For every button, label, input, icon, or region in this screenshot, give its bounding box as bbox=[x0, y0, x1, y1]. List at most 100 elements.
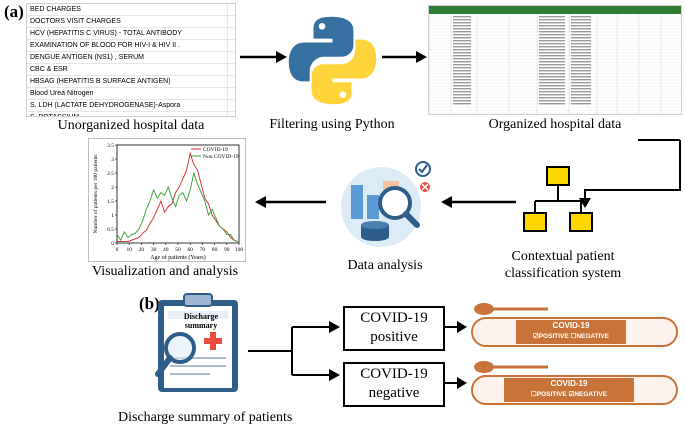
cell-text-mark bbox=[571, 67, 591, 69]
cell-text-mark bbox=[571, 31, 591, 33]
legend-label: COVID-19 bbox=[203, 147, 228, 153]
panel-a-label: (a) bbox=[4, 2, 24, 21]
row-name: BED CHARGES bbox=[30, 6, 81, 13]
cell-text-mark bbox=[453, 52, 471, 54]
cell-text-mark bbox=[571, 82, 591, 84]
cell-text-mark bbox=[453, 79, 471, 81]
cell-text-mark bbox=[539, 16, 565, 18]
cell-text-mark bbox=[539, 37, 565, 39]
cell-text-mark bbox=[539, 64, 565, 66]
discharge-clipboard-icon bbox=[155, 293, 238, 392]
cell-text-mark bbox=[571, 73, 591, 75]
y-tick-label: 1.5 bbox=[107, 199, 114, 205]
x-tick-label: 70 bbox=[200, 247, 206, 253]
x-tick-label: 40 bbox=[163, 247, 169, 253]
covid-negative-box: COVID-19 negative bbox=[343, 362, 445, 407]
legend-label: Non COVID-19 bbox=[203, 154, 239, 160]
swab-check-positive-icon: ☑ bbox=[532, 333, 539, 340]
row-name: DOCTORS VISIT CHARGES bbox=[30, 18, 121, 25]
cell-text-mark bbox=[539, 52, 565, 54]
x-tick-label: 80 bbox=[212, 247, 218, 253]
cell-text-mark bbox=[571, 97, 591, 99]
y-tick-label: 3 bbox=[111, 157, 114, 163]
cell-text-mark bbox=[539, 19, 565, 21]
arrows-to-swabs bbox=[444, 321, 467, 389]
data-analysis-icon bbox=[341, 161, 431, 247]
arrow-to-analysis bbox=[441, 196, 516, 208]
cell-text-mark bbox=[571, 76, 591, 78]
row-count: 54 bbox=[227, 76, 235, 87]
arrow-to-organized bbox=[382, 51, 427, 63]
arrow-to-classification bbox=[579, 139, 681, 208]
x-tick-label: 0 bbox=[116, 247, 119, 253]
row-name: HCV (HEPATITIS C VIRUS) - TOTAL ANTIBODY bbox=[30, 30, 182, 37]
swab-tube-positive: COVID-19 ☑POSITIVE ☐NEGATIVE bbox=[470, 300, 680, 350]
swab-title-negative: COVID-19 bbox=[550, 379, 588, 388]
cell-text-mark bbox=[453, 91, 471, 93]
cell-text-mark bbox=[571, 40, 591, 42]
cell-text-mark bbox=[539, 49, 565, 51]
cell-text-mark bbox=[539, 70, 565, 72]
cell-text-mark bbox=[571, 85, 591, 87]
cell-text-mark bbox=[571, 58, 591, 60]
cell-text-mark bbox=[571, 25, 591, 27]
cell-text-mark bbox=[539, 91, 565, 93]
row-count: 50 bbox=[227, 88, 235, 99]
cell-text-mark bbox=[571, 91, 591, 93]
cell-text-mark bbox=[539, 76, 565, 78]
cell-text-mark bbox=[571, 19, 591, 21]
table-row: BED CHARGES 64 bbox=[27, 4, 235, 16]
cell-text-mark bbox=[571, 34, 591, 36]
cell-text-mark bbox=[453, 46, 471, 48]
cell-text-mark bbox=[539, 97, 565, 99]
cell-text-mark bbox=[453, 16, 471, 18]
swab-box-negative-icon: ☐ bbox=[570, 333, 577, 340]
swab-opt2-positive: NEGATIVE bbox=[576, 333, 610, 340]
row-count: 57 bbox=[227, 40, 235, 51]
cell-text-mark bbox=[571, 100, 591, 102]
cell-text-mark bbox=[453, 100, 471, 102]
row-name: DENGUE ANTIGEN (NS1) , SERUM bbox=[30, 54, 144, 61]
cell-text-mark bbox=[539, 43, 565, 45]
cell-text-mark bbox=[571, 28, 591, 30]
swab-options-positive: ☑POSITIVE ☐NEGATIVE bbox=[516, 331, 626, 342]
y-tick-label: 0.5 bbox=[107, 227, 114, 233]
swab-box-positive-icon: ☐ bbox=[530, 391, 537, 398]
cell-text-mark bbox=[571, 37, 591, 39]
swab-options-negative: ☐POSITIVE ☑NEGATIVE bbox=[504, 389, 634, 400]
unorganized-caption: Unorganized hospital data bbox=[57, 118, 205, 133]
branch-arrows bbox=[248, 321, 340, 381]
row-name: S. POTASSIUM bbox=[30, 114, 79, 116]
cell-text-mark bbox=[453, 82, 471, 84]
cell-text-mark bbox=[453, 25, 471, 27]
covid-positive-line1: COVID-19 bbox=[360, 310, 428, 326]
cell-text-mark bbox=[453, 67, 471, 69]
x-tick-label: 100 bbox=[235, 247, 244, 253]
arrow-to-python bbox=[240, 51, 287, 63]
cell-text-mark bbox=[539, 25, 565, 27]
x-tick-label: 20 bbox=[139, 247, 145, 253]
organized-caption: Organized hospital data bbox=[488, 117, 622, 132]
panel-b-label: (b) bbox=[139, 294, 160, 313]
cell-text-mark bbox=[453, 31, 471, 33]
row-name: CBC & ESR bbox=[30, 66, 68, 73]
table-row: S. LDH (LACTATE DEHYDROGENASE)-Aspora47 bbox=[27, 100, 235, 112]
clipboard-title: Discharge summary bbox=[183, 312, 219, 330]
python-logo-icon bbox=[288, 16, 377, 105]
y-tick-label: 3.5 bbox=[107, 143, 114, 149]
swab-label-negative: COVID-19 ☐POSITIVE ☑NEGATIVE bbox=[504, 378, 634, 402]
row-count: 47 bbox=[227, 112, 235, 116]
covid-negative-line1: COVID-19 bbox=[360, 366, 428, 382]
cell-text-mark bbox=[539, 40, 565, 42]
cell-text-mark bbox=[453, 55, 471, 57]
row-count: 54 bbox=[227, 64, 235, 75]
row-count: 64 bbox=[227, 4, 235, 15]
row-count: 56 bbox=[227, 52, 235, 63]
cell-text-mark bbox=[539, 88, 565, 90]
cell-text-mark bbox=[539, 100, 565, 102]
unorganized-data-sheet: BED CHARGES64DOCTORS VISIT CHARGES59HCV … bbox=[26, 3, 236, 117]
cell-text-mark bbox=[571, 46, 591, 48]
classification-caption-line1: Contextual patient bbox=[511, 249, 615, 264]
cell-text-mark bbox=[453, 103, 471, 105]
classification-caption: Contextual patient classification system bbox=[488, 248, 638, 282]
